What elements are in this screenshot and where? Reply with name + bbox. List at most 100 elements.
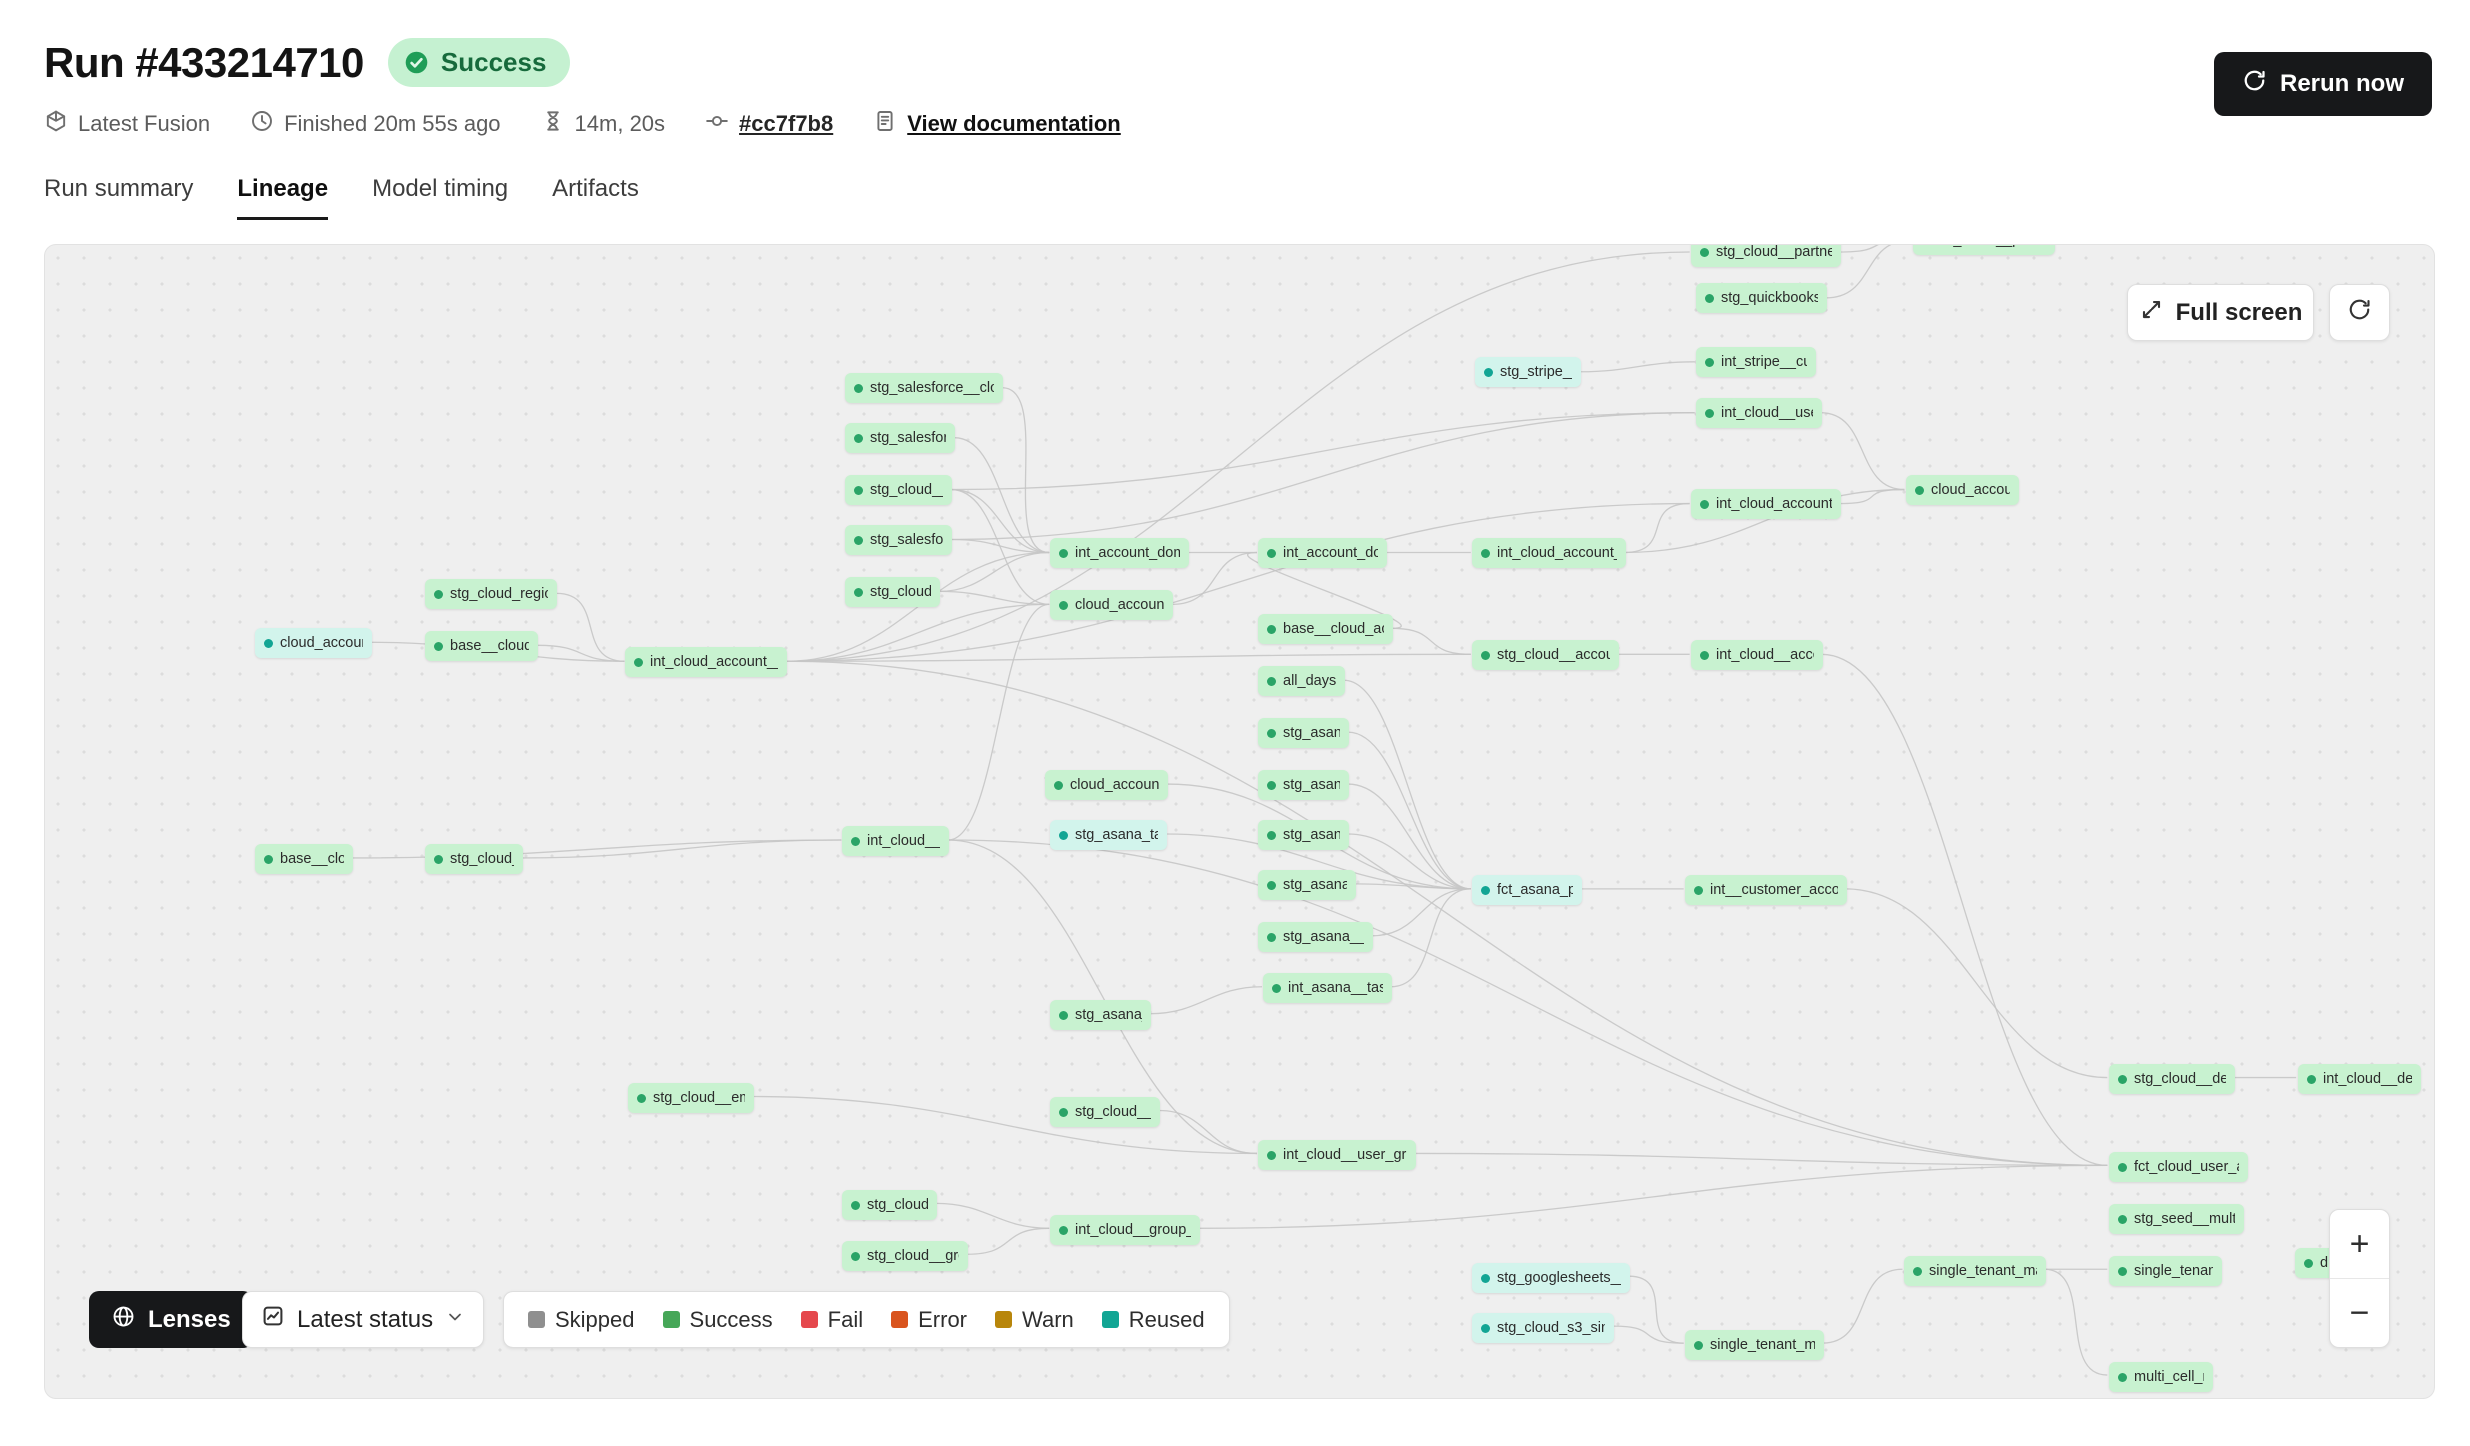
lineage-node[interactable]: stg_asana__… xyxy=(1050,1000,1151,1030)
lineage-node[interactable]: fct_cloud_user_acc… xyxy=(2109,1152,2248,1182)
node-label: stg_quickbooks__a… xyxy=(1721,290,1818,306)
lineage-node[interactable]: base__cloud_… xyxy=(425,631,538,661)
lineage-node[interactable]: int_cloud__user_ac… xyxy=(1696,398,1822,428)
lineage-node[interactable]: stg_cloud__email… xyxy=(628,1083,754,1113)
lineage-node[interactable]: stg_stripe__c… xyxy=(1475,357,1581,387)
lineage-node[interactable]: stg_cloud__us… xyxy=(1050,1097,1160,1127)
lineage-node[interactable]: int_cloud_account_ma… xyxy=(1472,538,1626,568)
lineage-node[interactable]: int_cloud_account_ma… xyxy=(1691,489,1841,519)
lineage-node[interactable]: stg_asana… xyxy=(1258,820,1349,850)
node-status-dot xyxy=(854,587,863,597)
lineage-node[interactable]: stg_cloud__devel… xyxy=(2109,1064,2235,1094)
status-chart-icon xyxy=(261,1304,285,1335)
lineage-node[interactable]: stg_asana__… xyxy=(1258,870,1356,900)
lineage-node[interactable]: stg_salesforce__cloud_… xyxy=(845,373,1003,403)
lineage-node[interactable]: cloud_account… xyxy=(1045,770,1168,800)
node-label: stg_googlesheets__sin… xyxy=(1497,1270,1621,1286)
full-screen-button[interactable]: Full screen xyxy=(2127,284,2314,341)
lineage-node[interactable]: cloud_account… xyxy=(1906,475,2019,505)
lineage-node[interactable]: stg_cloud__accounts… xyxy=(1472,640,1619,670)
node-label: stg_cloud__us… xyxy=(1075,1104,1151,1120)
title-row: Run #433214710 Success xyxy=(44,38,2432,87)
lineage-node[interactable]: stg_quickbooks__a… xyxy=(1696,283,1827,313)
lineage-node[interactable]: int_cloud__partner_co… xyxy=(1913,245,2055,255)
lineage-node[interactable]: fct_asana_proj… xyxy=(1472,875,1582,905)
lineage-node[interactable]: int_cloud__accoun… xyxy=(1691,640,1823,670)
status-filter-dropdown[interactable]: Latest status xyxy=(242,1291,485,1348)
lineage-node[interactable]: stg_cloud__… xyxy=(845,577,940,607)
refresh-lineage-button[interactable] xyxy=(2329,284,2390,341)
lineage-node[interactable]: stg_asana_tas… xyxy=(1050,820,1167,850)
lineage-node[interactable]: int_cloud__devel… xyxy=(2298,1064,2421,1094)
tab-run-summary[interactable]: Run summary xyxy=(44,175,194,202)
lineage-node[interactable]: stg_cloud__group… xyxy=(842,1241,968,1271)
lineage-node[interactable]: int_asana__task_s… xyxy=(1263,973,1392,1003)
node-layer: stg_cloud__partner_c…stg_quickbooks__a…i… xyxy=(45,245,2434,1398)
lineage-node[interactable]: int__customer_account… xyxy=(1685,875,1847,905)
lineage-node[interactable]: stg_asana… xyxy=(1258,718,1349,748)
lineage-node[interactable]: single_tenant_mapp… xyxy=(1904,1256,2046,1286)
lineage-node[interactable]: base__clou… xyxy=(255,844,353,874)
node-status-dot xyxy=(1272,983,1281,993)
lenses-label: Lenses xyxy=(148,1305,231,1333)
node-label: stg_cloud_s3_singl… xyxy=(1497,1320,1605,1336)
node-status-dot xyxy=(2118,1266,2127,1276)
lineage-node[interactable]: stg_cloud__… xyxy=(842,1190,937,1220)
node-label: stg_asana_tas… xyxy=(1075,827,1158,843)
node-status-dot xyxy=(1481,885,1490,895)
lineage-node[interactable]: stg_salesforce__… xyxy=(845,423,955,453)
lineage-node[interactable]: stg_seed__multireg… xyxy=(2109,1204,2244,1234)
node-status-dot xyxy=(1267,1150,1276,1160)
node-label: stg_asana__… xyxy=(1283,877,1347,893)
lineage-node[interactable]: base__cloud_acco… xyxy=(1258,614,1393,644)
node-label: cloud_account… xyxy=(1070,777,1159,793)
lineage-node[interactable]: int_cloud__us… xyxy=(842,826,949,856)
node-label: int_cloud_account__m… xyxy=(650,654,778,670)
lineage-node[interactable]: int_cloud__group_per… xyxy=(1050,1215,1200,1245)
node-label: base__cloud_acco… xyxy=(1283,621,1384,637)
lineage-node[interactable]: cloud_account_… xyxy=(255,628,372,658)
docs-meta: View documentation xyxy=(873,109,1121,139)
lenses-button[interactable]: Lenses xyxy=(89,1291,253,1348)
lineage-node[interactable]: int_stripe__custo… xyxy=(1696,347,1816,377)
lineage-node[interactable]: single_tenant__… xyxy=(2109,1256,2222,1286)
chevron-down-icon xyxy=(445,1306,465,1334)
tab-model-timing[interactable]: Model timing xyxy=(372,175,509,202)
lineage-node[interactable]: single_tenant_map… xyxy=(1685,1330,1824,1360)
legend-swatch xyxy=(800,1311,818,1328)
tab-artifacts[interactable]: Artifacts xyxy=(552,175,639,202)
rerun-now-label: Rerun now xyxy=(2280,70,2404,97)
zoom-in-button[interactable]: + xyxy=(2349,1224,2370,1263)
node-label: stg_cloud__accounts… xyxy=(1497,647,1610,663)
rerun-now-button[interactable]: Rerun now xyxy=(2214,52,2432,116)
lineage-node[interactable]: all_days xyxy=(1258,666,1345,696)
commit-link[interactable]: #cc7f7b8 xyxy=(739,111,834,136)
lineage-node[interactable]: stg_cloud__partner_c… xyxy=(1691,245,1841,267)
lineage-node[interactable]: multi_cell_m… xyxy=(2109,1362,2213,1392)
node-label: stg_asana… xyxy=(1283,725,1340,741)
lineage-node[interactable]: int_account_dom… xyxy=(1258,538,1387,568)
tab-lineage[interactable]: Lineage xyxy=(237,175,329,220)
lineage-node[interactable]: stg_cloud_s3_singl… xyxy=(1472,1313,1614,1343)
lineage-node[interactable]: stg_cloud_region… xyxy=(425,579,557,609)
lineage-node[interactable]: int_account_domain… xyxy=(1050,538,1189,568)
lineage-canvas[interactable]: stg_cloud__partner_c…stg_quickbooks__a…i… xyxy=(44,244,2435,1399)
lineage-node[interactable]: stg_salesforce… xyxy=(845,525,952,555)
lineage-node[interactable]: stg_asana… xyxy=(1258,770,1349,800)
node-label: stg_cloud__… xyxy=(870,584,931,600)
lineage-node[interactable]: int_cloud_account__m… xyxy=(625,647,787,677)
lineage-node[interactable]: cloud_accounts__… xyxy=(1050,590,1173,620)
run-header: Run #433214710 Success Latest Fusion Fin… xyxy=(0,0,2470,220)
node-status-dot xyxy=(1267,624,1276,634)
lineage-node[interactable]: stg_googlesheets__sin… xyxy=(1472,1263,1630,1293)
node-status-dot xyxy=(1267,780,1276,790)
node-status-dot xyxy=(1059,548,1068,558)
lineage-node[interactable]: stg_cloud__us… xyxy=(845,475,952,505)
view-documentation-link[interactable]: View documentation xyxy=(907,111,1121,136)
node-status-dot xyxy=(1059,1225,1068,1235)
zoom-out-button[interactable]: − xyxy=(2330,1278,2389,1347)
legend-item: Warn xyxy=(995,1307,1074,1333)
lineage-node[interactable]: stg_asana__pr… xyxy=(1258,922,1373,952)
lineage-node[interactable]: stg_cloud__… xyxy=(425,844,523,874)
lineage-node[interactable]: int_cloud__user_group… xyxy=(1258,1140,1416,1170)
